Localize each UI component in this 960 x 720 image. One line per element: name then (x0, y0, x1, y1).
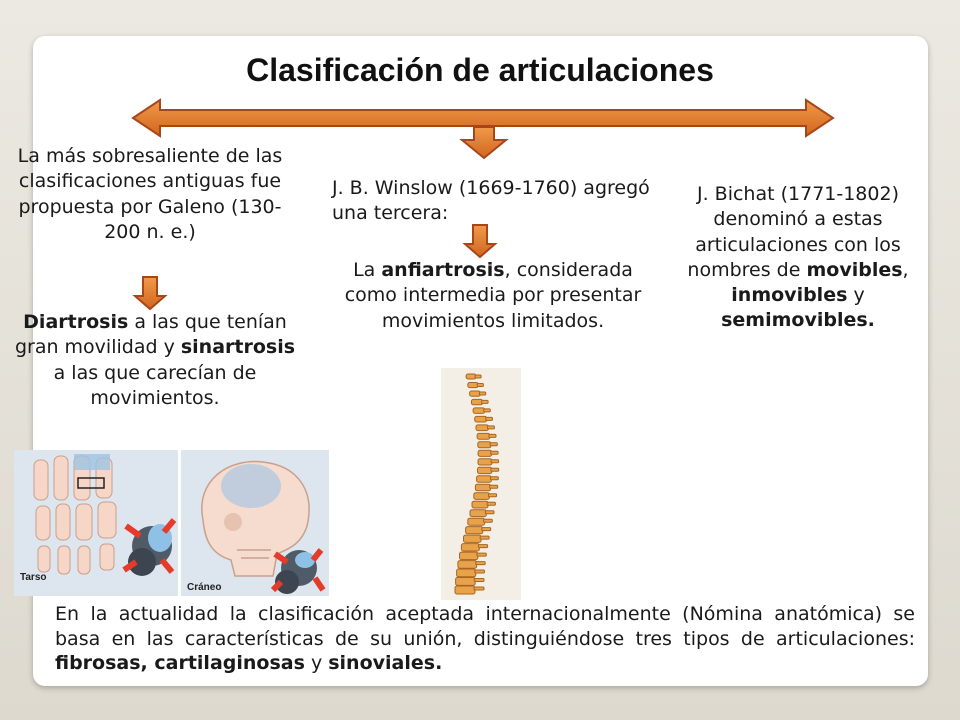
spinous-process (483, 408, 491, 413)
spinous-process (475, 561, 486, 566)
vertebral-column (454, 373, 500, 595)
tarsus-figure: Tarso (14, 450, 178, 596)
spinous-process (485, 416, 494, 421)
vertebra (455, 577, 476, 586)
skull-figure: Cráneo (181, 450, 329, 596)
spinous-process (483, 518, 493, 523)
vertebra (474, 483, 492, 492)
vertebra (472, 407, 486, 414)
tarso-label: Tarso (20, 572, 47, 583)
down-arrow-icon (459, 126, 509, 160)
spinous-process (476, 383, 484, 387)
vertebra (467, 517, 486, 526)
spinous-process (476, 552, 487, 557)
term-diartrosis: Diartrosis (23, 311, 129, 333)
vertebra (474, 415, 488, 423)
vertebra (454, 585, 476, 595)
spinous-process (484, 510, 495, 515)
double-arrow-icon (131, 98, 835, 138)
term-sinartrosis: sinartrosis (180, 336, 296, 359)
vertebra (471, 500, 489, 509)
spinous-process (473, 586, 485, 591)
vertebra (477, 458, 493, 466)
joint-model-icon (270, 548, 326, 594)
term-movibles: movibles (806, 258, 903, 281)
vertebra (476, 475, 492, 483)
down-arrow-icon (132, 276, 168, 311)
spinous-process (489, 442, 498, 447)
down-arrow-icon (462, 224, 498, 259)
foot-bones-illustration: Tarso (14, 450, 178, 596)
term-semimovibles: semimovibles. (721, 309, 875, 332)
craneo-label: Cráneo (187, 582, 221, 593)
vertebra (460, 543, 480, 552)
spinous-process (473, 578, 485, 582)
spinous-process (488, 433, 497, 438)
bottom-paragraph: En la actualidad la clasificación acepta… (55, 603, 915, 675)
vertebra (463, 534, 482, 543)
spinous-process (479, 535, 490, 540)
vertebra (476, 432, 491, 440)
vertebra (459, 551, 479, 561)
vertebra (477, 441, 492, 449)
spine-figure (441, 368, 521, 600)
spinous-process (487, 493, 498, 498)
spinous-process (486, 425, 495, 430)
vertebra (456, 568, 477, 578)
joint-model-icon (122, 518, 177, 576)
vertebra (477, 466, 493, 475)
vertebra (457, 560, 478, 569)
bichat-text: J. Bichat (1771-1802) denominó a estas a… (687, 183, 909, 332)
vertebra (473, 492, 490, 500)
winslow-intro: J. B. Winslow (1669-1760) agregó una ter… (332, 177, 650, 225)
spinous-process (474, 374, 482, 379)
galeno-classification: Diartrosis a las que tenían gran movilid… (14, 311, 296, 409)
spinous-process (478, 391, 487, 396)
spinous-process (490, 467, 500, 472)
skull-illustration: Cráneo (181, 450, 329, 596)
spinous-process (477, 544, 489, 549)
vertebra (469, 390, 481, 397)
vertebra (475, 424, 489, 432)
spinous-process (490, 459, 500, 464)
term-inmovibles: inmovibles (731, 284, 848, 307)
term-sinoviales: sinoviales. (328, 652, 443, 675)
term-anfiartrosis: anfiartrosis (381, 259, 505, 281)
spine-illustration (441, 368, 521, 600)
spinous-process (474, 569, 485, 574)
vertebra (465, 526, 484, 535)
winslow-anfiartrosis: La anfiartrosis, considerada como interm… (344, 259, 642, 332)
slide-title: Clasificación de articulaciones (246, 52, 714, 88)
vertebra (470, 398, 484, 406)
term-fibrosas-cartilaginosas: fibrosas, cartilaginosas (55, 652, 305, 675)
vertebra (467, 382, 479, 389)
spinous-process (489, 484, 499, 489)
spinous-process (490, 450, 499, 455)
vertebra (477, 449, 493, 457)
spinous-process (481, 527, 492, 532)
spinous-process (486, 501, 496, 506)
vertebra (469, 509, 487, 518)
spinous-process (489, 476, 499, 481)
galeno-intro: La más sobresaliente de las clasificacio… (17, 145, 283, 243)
spinous-process (481, 399, 489, 404)
